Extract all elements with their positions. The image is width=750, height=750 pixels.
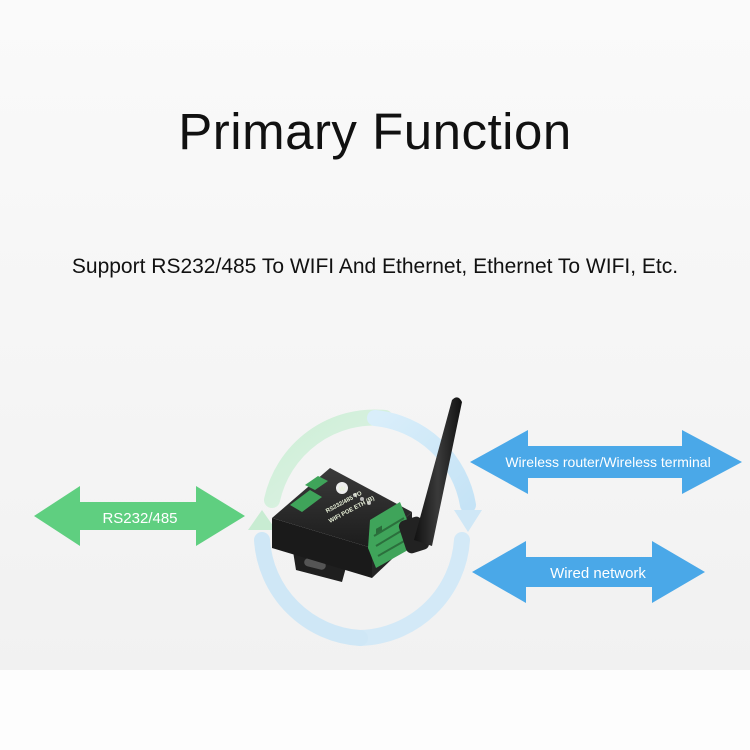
wired-network-arrow: Wired network (472, 541, 705, 603)
brand-logo-icon (336, 482, 348, 494)
wireless-label: Wireless router/Wireless terminal (505, 454, 710, 470)
svg-text:w: w (338, 484, 346, 493)
page-subtitle: Support RS232/485 To WIFI And Ethernet, … (71, 255, 679, 278)
rs232-485-arrow: RS232/485 (34, 486, 245, 546)
antenna-icon (414, 397, 462, 546)
wired-network-label: Wired network (550, 565, 646, 582)
wireless-arrow: Wireless router/Wireless terminal (470, 430, 742, 494)
rs232-485-label: RS232/485 (102, 510, 177, 527)
converter-device: w RS232/485 TO WIFI POE ETH (B) (272, 397, 462, 582)
page-title: Primary Function (178, 103, 572, 160)
cycle-arrows (248, 409, 482, 646)
background-bottom-band (0, 670, 750, 750)
